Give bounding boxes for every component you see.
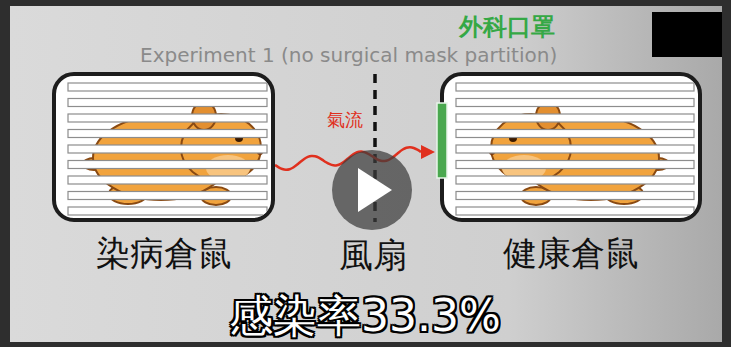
arrow-head: [421, 145, 435, 159]
cage-bar: [456, 161, 694, 169]
cage-outline: [440, 72, 702, 222]
censor-block: [652, 12, 722, 57]
cage-bar: [456, 145, 694, 153]
fan-dashed-line: [373, 74, 377, 222]
cage-bar: [68, 176, 267, 184]
hamster-illustration: [444, 76, 702, 222]
fan-label: 風扇: [339, 236, 407, 275]
hamster-illustration: [56, 76, 275, 222]
cage-outline: [52, 72, 275, 222]
cage-bar: [456, 99, 694, 107]
play-triangle: [358, 168, 392, 212]
surgical-mask-bar: [437, 103, 447, 178]
cage-bar: [456, 130, 694, 138]
cage-bar: [456, 207, 694, 215]
cage-bar: [456, 176, 694, 184]
cage-bar: [456, 114, 694, 122]
cage-bar: [68, 130, 267, 138]
airflow-line: [275, 147, 421, 169]
cage-bar: [456, 83, 694, 91]
cage-bar: [68, 114, 267, 122]
infection-rate: 感染率33.3%: [229, 291, 501, 342]
cage-bar: [68, 145, 267, 153]
cage-caption: 染病倉鼠: [96, 234, 232, 273]
cage-bar: [68, 192, 267, 200]
cage-caption: 健康倉鼠: [503, 234, 639, 273]
cage-bar: [68, 161, 267, 169]
cage-bar: [68, 207, 267, 215]
projected-slide: [10, 6, 722, 342]
cage-bar: [456, 192, 694, 200]
hamster-cage: 健康倉鼠: [440, 72, 702, 273]
play-button: [332, 150, 412, 230]
cage-bar: [68, 99, 267, 107]
slide-title: Experiment 1 (no surgical mask partition…: [140, 44, 557, 67]
airflow-arrow: [275, 145, 435, 170]
mask-label: 外科口罩: [459, 14, 555, 42]
cage-bar: [68, 83, 267, 91]
hamster-cage: 染病倉鼠: [52, 72, 275, 273]
airflow-label: 氣流: [327, 110, 363, 131]
